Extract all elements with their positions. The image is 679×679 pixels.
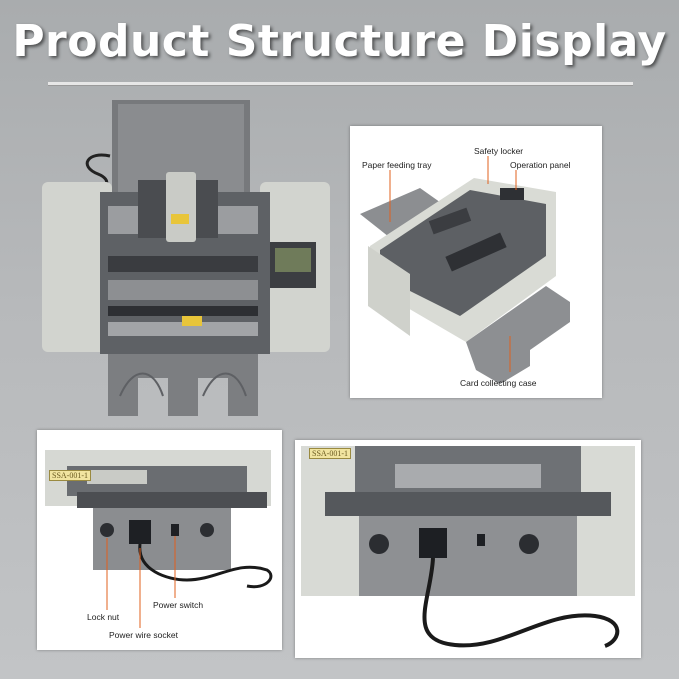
callout-card-collecting-case: Card collecting case xyxy=(460,378,537,388)
callout-lock-nut: Lock nut xyxy=(87,612,120,622)
model-label: SSA-001-1 xyxy=(49,470,92,481)
page-title: Product Structure Display xyxy=(12,15,667,67)
callout-paper-feeding-tray: Paper feeding tray xyxy=(362,160,432,170)
callout-power-wire-socket: Power wire socket xyxy=(109,630,178,640)
labeled-machine-angle-photo: Paper feeding tray Safety locker Operati… xyxy=(350,126,602,398)
machine-top-view-photo xyxy=(38,96,333,418)
callout-operation-panel: Operation panel xyxy=(510,160,571,170)
machine-rear-view-photo: SSA-001-1 Lock nut Power switch Power wi… xyxy=(37,430,282,650)
machine-rear-cord-photo: SSA-001-1 xyxy=(295,440,641,658)
callout-safety-locker: Safety locker xyxy=(474,146,524,156)
title-bar: Product Structure Display xyxy=(0,0,679,82)
callout-power-switch: Power switch xyxy=(153,600,204,610)
model-label: SSA-001-1 xyxy=(309,448,352,459)
title-divider xyxy=(48,82,633,86)
